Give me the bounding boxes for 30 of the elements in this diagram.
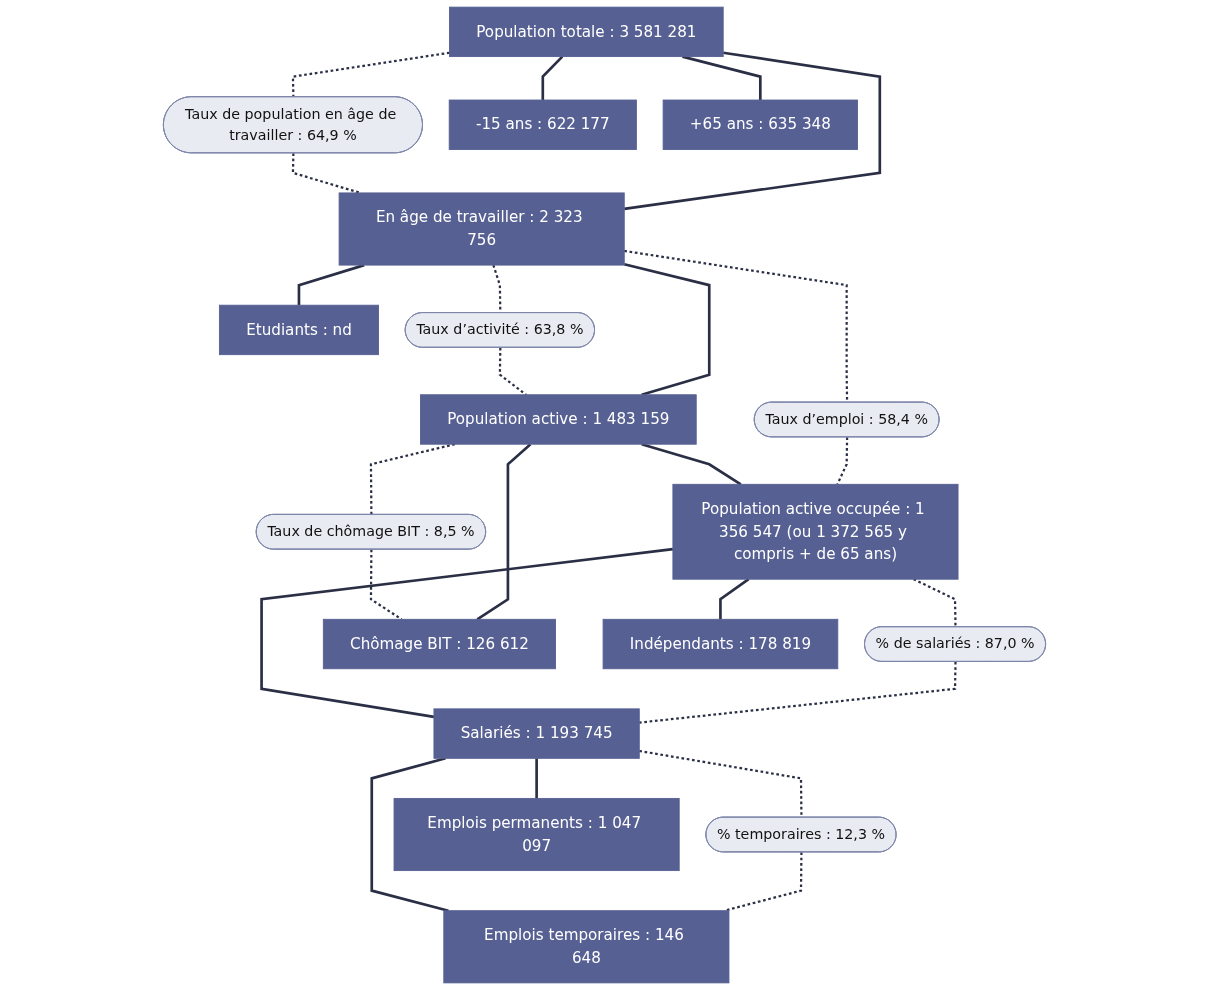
node-box: -15 ans : 622 177	[448, 99, 637, 150]
connector	[836, 437, 849, 485]
connector	[260, 547, 674, 719]
connector	[624, 249, 849, 403]
connector	[492, 264, 502, 313]
connector	[724, 852, 803, 912]
connector	[682, 55, 762, 100]
connector	[541, 55, 564, 100]
connector	[535, 758, 538, 799]
node-box: Population active : 1 483 159	[420, 394, 697, 445]
node-box: Salariés : 1 193 745	[433, 708, 640, 759]
node-box: Etudiants : nd	[219, 304, 379, 356]
connector	[369, 549, 403, 621]
node-box: +65 ans : 635 348	[662, 99, 858, 150]
connector	[291, 51, 450, 98]
connector	[639, 661, 957, 724]
connector	[719, 578, 750, 620]
node-box: Population totale : 3 581 281	[449, 6, 724, 58]
node-box: Emplois temporaires : 146 648	[443, 910, 730, 984]
node-box: Emplois permanents : 1 047 097	[393, 797, 680, 872]
connector	[370, 757, 449, 912]
node-box: Population active occupée : 1 356 547 (ou 1 372 565 y compris + de 65 ans)	[672, 483, 959, 580]
node-box: En âge de travailler : 2 323 756	[338, 192, 625, 266]
connector	[476, 443, 532, 621]
connector	[624, 51, 882, 211]
connector	[498, 347, 527, 396]
node-box: Chômage BIT : 126 612	[322, 618, 556, 670]
node-box: Indépendants : 178 819	[602, 618, 839, 670]
connector	[639, 749, 803, 818]
connector	[291, 153, 361, 194]
